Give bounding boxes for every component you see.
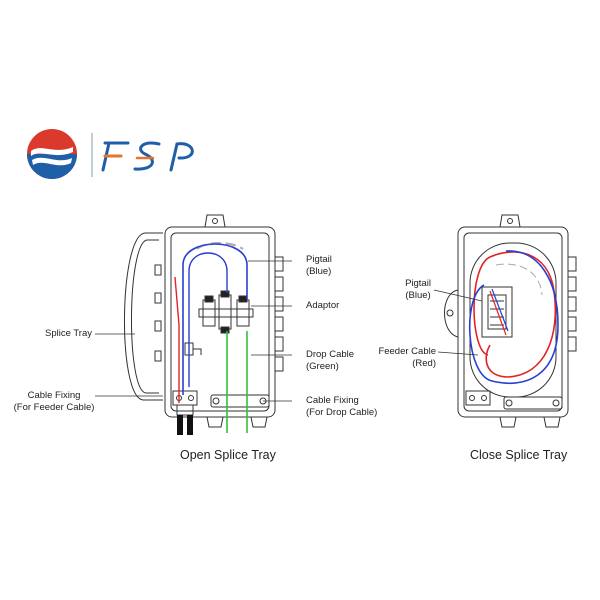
open-pigtail-label: Pigtail (Blue) <box>306 254 332 278</box>
open-pigtail-label-line2: (Blue) <box>306 266 332 277</box>
feeder-cable-fixing-label: Cable Fixing (For Feeder Cable) <box>10 390 98 414</box>
feeder-fixing-label-line1: Cable Fixing <box>27 390 81 401</box>
close-adaptor-holder <box>481 286 513 338</box>
close-pigtail-label-line2: (Blue) <box>405 290 431 301</box>
brand-emblem-icon <box>27 129 77 179</box>
splice-tray-label: Splice Tray <box>45 328 92 339</box>
open-splice-tray-caption: Open Splice Tray <box>180 448 276 462</box>
brand-wordmark <box>101 141 194 172</box>
drop-fixing-label-line1: Cable Fixing <box>306 395 359 406</box>
close-pigtail-label-line1: Pigtail <box>405 278 431 289</box>
adaptor-block <box>198 290 254 334</box>
drop-cable-label-line2: (Green) <box>306 361 339 372</box>
close-pigtail-loop <box>468 250 559 385</box>
brand-logo <box>27 129 194 179</box>
close-feeder-loop <box>473 251 557 378</box>
close-splice-tray-caption: Close Splice Tray <box>470 448 568 462</box>
open-pigtail-wire <box>182 243 248 395</box>
feeder-cable-label-line2: (Red) <box>412 358 436 369</box>
drop-cable-label-line1: Drop Cable <box>306 349 355 360</box>
open-feeder-wire <box>174 276 180 403</box>
drop-cable-label: Drop Cable (Green) <box>306 349 354 373</box>
feeder-cable-label-line1: Feeder Cable <box>378 346 436 357</box>
feeder-cable-label: Feeder Cable (Red) <box>370 346 436 370</box>
open-splice-tray-drawing <box>123 214 292 435</box>
open-tray-left-leaders <box>95 333 163 397</box>
feeder-fixing-label-line2: (For Feeder Cable) <box>13 402 95 413</box>
open-pigtail-label-line1: Pigtail <box>306 254 332 265</box>
drop-cable-fixing-label: Cable Fixing (For Drop Cable) <box>306 395 377 419</box>
close-splice-tray-drawing <box>433 214 577 428</box>
adaptor-label: Adaptor <box>306 300 340 311</box>
drop-fixing-label-line2: (For Drop Cable) <box>306 407 378 418</box>
close-pigtail-label: Pigtail (Blue) <box>400 278 436 302</box>
